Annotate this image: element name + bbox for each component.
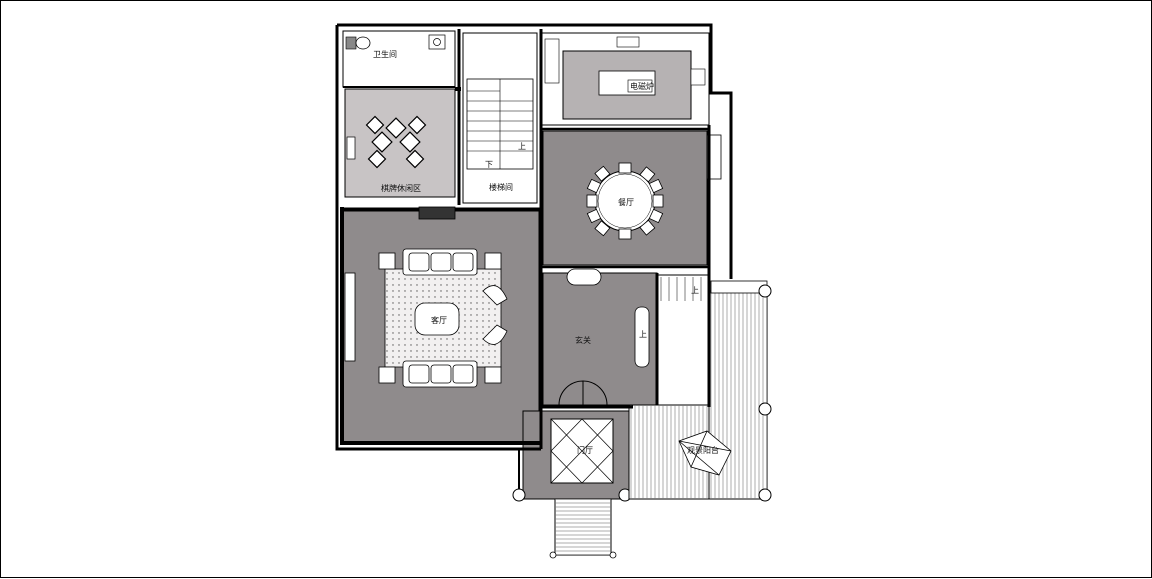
front-steps xyxy=(549,498,617,559)
room-label-entry-porch: 门厅 xyxy=(577,445,593,455)
sofa-top xyxy=(402,248,478,276)
shoe-cabinet xyxy=(634,306,650,368)
dining-table-icon xyxy=(586,162,664,240)
foyer-up-mark: 上 xyxy=(639,330,647,339)
rear-stair-up-mark: 上 xyxy=(691,286,699,295)
toilet-icon xyxy=(345,36,371,50)
porch-column-left xyxy=(512,488,526,502)
kitchen-side-cabinet xyxy=(544,38,560,84)
terrace xyxy=(628,280,772,502)
room-label-foyer: 玄关 xyxy=(575,335,591,345)
tv-cabinet xyxy=(344,272,356,362)
sink-icon xyxy=(428,34,446,50)
room-label-stair-hall: 楼梯间 xyxy=(489,182,513,192)
coffee-table xyxy=(414,302,460,336)
room-label-bathroom: 卫生间 xyxy=(373,49,397,59)
armchairs xyxy=(482,285,508,345)
foyer-niche xyxy=(566,268,602,286)
porch-tile-pattern xyxy=(550,418,614,484)
stair-down-mark: 下 xyxy=(485,160,493,169)
entry-door-icon xyxy=(558,380,608,406)
terrace-umbrella-icon xyxy=(678,430,732,476)
room-label-terrace: 观景阳台 xyxy=(687,445,719,455)
rear-stair-area xyxy=(656,274,710,406)
room-label-living: 客厅 xyxy=(431,315,447,325)
stair-treads xyxy=(466,78,534,170)
cooktop-icon xyxy=(627,79,653,93)
tea-room-cabinet xyxy=(346,136,356,160)
rear-stair-treads xyxy=(660,277,702,301)
sofa-bottom xyxy=(402,360,478,388)
wall-thickness xyxy=(340,87,542,445)
stair-up-mark: 上 xyxy=(518,142,526,151)
kitchen-sink-icon xyxy=(616,36,640,48)
side-tables xyxy=(378,252,502,384)
tea-table-icon xyxy=(365,115,427,169)
fixture-label-cooktop: 电磁炉 xyxy=(630,81,654,91)
tea-room-area xyxy=(344,88,456,198)
interior-walls xyxy=(457,29,711,451)
fridge-icon xyxy=(690,68,706,86)
fireplace xyxy=(418,206,456,220)
room-label-tea-room: 棋牌休闲区 xyxy=(381,183,421,193)
room-label-dining: 餐厅 xyxy=(618,198,634,207)
